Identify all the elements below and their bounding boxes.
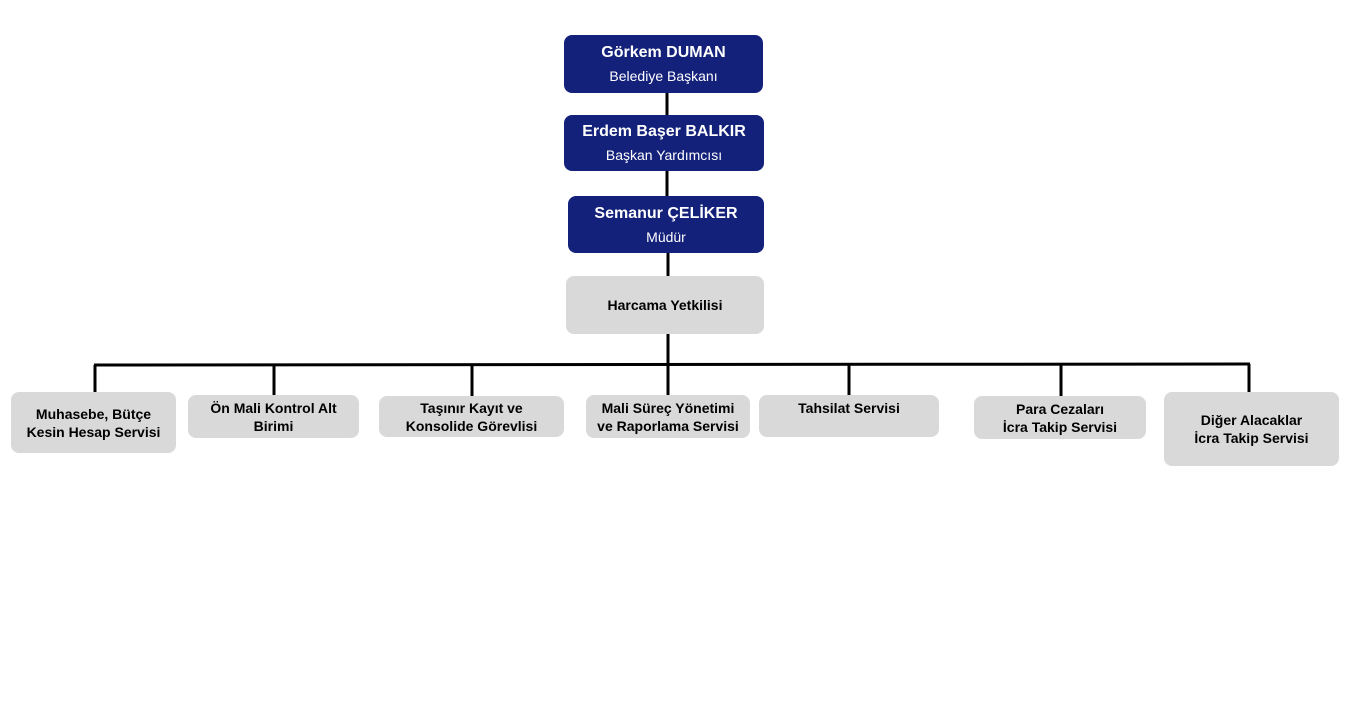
- unit-label-line1: Tahsilat Servisi: [798, 400, 900, 416]
- deputy-mayor-role: Başkan Yardımcısı: [605, 147, 723, 163]
- unit-movable-property: Taşınır Kayıt ve Konsolide Görevlisi: [379, 396, 564, 437]
- unit-label-line1: Ön Mali Kontrol Alt: [210, 399, 337, 416]
- deputy-mayor-box: Erdem Başer BALKIR Başkan Yardımcısı: [564, 115, 764, 171]
- connector-horizontal-bus: [93, 362, 1251, 367]
- mayor-name: Görkem DUMAN: [601, 44, 726, 61]
- deputy-mayor-name: Erdem Başer BALKIR: [582, 123, 746, 140]
- unit-label-line2: Birimi: [253, 417, 294, 434]
- unit-label-line1: Diğer Alacaklar: [1200, 412, 1303, 428]
- unit-label-line2: Kesin Hesap Servisi: [26, 423, 161, 440]
- director-name: Semanur ÇELİKER: [594, 204, 738, 222]
- director-box: Semanur ÇELİKER Müdür: [568, 196, 764, 253]
- director-role: Müdür: [646, 228, 686, 245]
- unit-label-line2: İcra Takip Servisi: [1194, 430, 1309, 446]
- spending-authority-label: Harcama Yetkilisi: [607, 297, 723, 313]
- unit-label-line2: İcra Takip Servisi: [1002, 418, 1118, 435]
- unit-accounting-budget: Muhasebe, Bütçe Kesin Hesap Servisi: [11, 392, 176, 453]
- unit-collection: Tahsilat Servisi: [759, 395, 939, 437]
- unit-label-line2: ve Raporlama Servisi: [597, 417, 739, 434]
- mayor-box: Görkem DUMAN Belediye Başkanı: [564, 35, 763, 93]
- unit-pre-financial-control: Ön Mali Kontrol Alt Birimi: [188, 395, 359, 438]
- unit-label-line2: Konsolide Görevlisi: [405, 417, 538, 434]
- unit-other-receivables: Diğer Alacaklar İcra Takip Servisi: [1164, 392, 1339, 466]
- unit-label-line1: Taşınır Kayıt ve: [420, 399, 523, 416]
- mayor-role: Belediye Başkanı: [609, 68, 718, 84]
- unit-label-line1: Para Cezaları: [1016, 400, 1104, 417]
- unit-financial-process: Mali Süreç Yönetimi ve Raporlama Servisi: [586, 395, 750, 438]
- unit-fines-enforcement: Para Cezaları İcra Takip Servisi: [974, 396, 1146, 439]
- unit-label-line1: Muhasebe, Bütçe: [35, 405, 152, 422]
- unit-label-line1: Mali Süreç Yönetimi: [601, 399, 735, 416]
- spending-authority-box: Harcama Yetkilisi: [566, 276, 764, 334]
